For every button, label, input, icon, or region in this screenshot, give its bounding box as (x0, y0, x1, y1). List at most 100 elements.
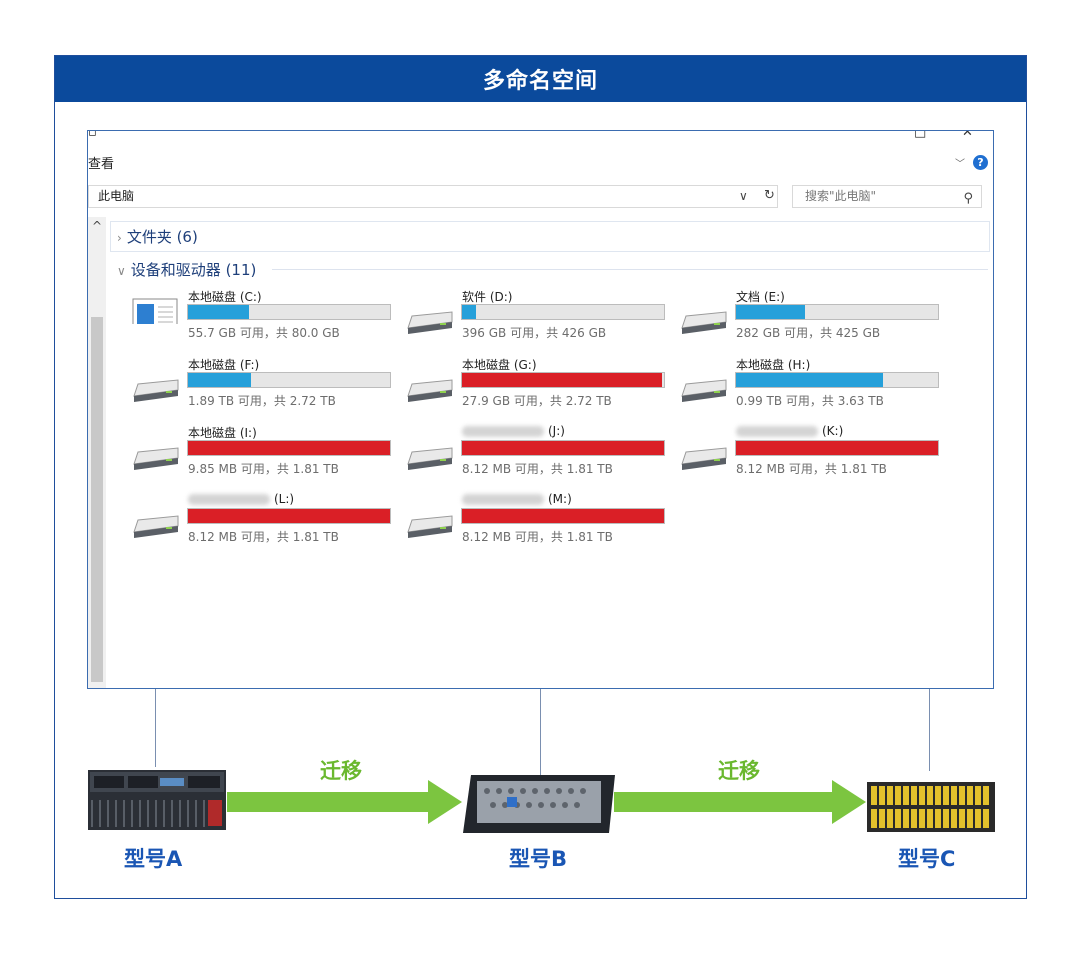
drive-usage-fill (462, 305, 477, 319)
drive-item[interactable]: (K:) 8.12 MB 可用，共 1.81 TB (680, 424, 942, 484)
migration-arrow-1-shaft (227, 792, 429, 812)
drive-item[interactable]: (M:) 8.12 MB 可用，共 1.81 TB (406, 492, 668, 552)
chevron-down-icon[interactable]: ﹀ (955, 159, 965, 170)
redacted-label (188, 494, 270, 505)
drive-icon (407, 311, 453, 334)
migration-label-1: 迁移 (320, 759, 362, 783)
arrow-right-icon (428, 780, 462, 824)
drive-icon (133, 515, 179, 538)
drive-usage-text: 0.99 TB 可用，共 3.63 TB (736, 394, 884, 408)
file-explorer-window: ▫ □ ✕ 查看 ﹀ ? 此电脑 ∨ ↻ 搜索"此电脑" ⚲ ^ ›文件夹 (6… (87, 130, 994, 689)
maximize-icon[interactable]: □ (914, 130, 927, 140)
drive-usage-bar (461, 508, 665, 524)
drive-usage-fill (736, 373, 884, 387)
drive-usage-text: 8.12 MB 可用，共 1.81 TB (736, 462, 887, 476)
migration-arrow-2-shaft (614, 792, 834, 812)
drive-usage-fill (188, 305, 249, 319)
drive-label-text: 文档 (E:) (736, 290, 785, 304)
drive-usage-text: 27.9 GB 可用，共 2.72 TB (462, 394, 612, 408)
drive-item[interactable]: 本地磁盘 (C:) 55.7 GB 可用，共 80.0 GB (132, 288, 394, 348)
model-label-c: 型号C (898, 847, 956, 871)
drive-usage-bar (461, 372, 665, 388)
drive-icon (407, 447, 453, 470)
search-icon[interactable]: ⚲ (963, 191, 973, 206)
redacted-label (462, 494, 544, 505)
connector-line-b (540, 689, 541, 777)
drive-label: (L:) (188, 492, 294, 506)
drive-item[interactable]: 本地磁盘 (G:) 27.9 GB 可用，共 2.72 TB (406, 356, 668, 416)
drive-label: (J:) (462, 424, 565, 438)
storage-array-c-icon (867, 782, 995, 832)
group-devices-label: 设备和驱动器 (11) (130, 261, 257, 279)
drive-usage-fill (462, 441, 664, 455)
arrow-right-icon (832, 780, 866, 824)
drive-label-text: (J:) (548, 424, 565, 438)
chevron-right-icon[interactable]: › (117, 231, 122, 245)
drive-item[interactable]: 本地磁盘 (F:)1.89 TB 可用，共 2.72 TB (132, 356, 394, 416)
drive-label: (M:) (462, 492, 572, 506)
scroll-thumb[interactable] (91, 317, 103, 682)
vertical-scrollbar[interactable]: ^ (88, 217, 106, 688)
drive-usage-bar (735, 372, 939, 388)
connector-line-c (929, 689, 930, 771)
drive-usage-bar (187, 304, 391, 320)
drive-usage-bar (735, 304, 939, 320)
scroll-up-icon[interactable]: ^ (92, 219, 103, 233)
drive-label: 本地磁盘 (H:) (736, 356, 810, 373)
drive-usage-fill (736, 305, 805, 319)
window-menu-icon[interactable]: ▫ (88, 130, 97, 140)
drive-item[interactable]: 软件 (D:)396 GB 可用，共 426 GB (406, 288, 668, 348)
ribbon-tab-view[interactable]: 查看 (88, 157, 115, 172)
drive-icon (681, 379, 727, 402)
drive-usage-text: 8.12 MB 可用，共 1.81 TB (188, 530, 339, 544)
drive-usage-fill (188, 373, 251, 387)
storage-array-b-icon (463, 775, 615, 833)
search-input[interactable]: 搜索"此电脑" ⚲ (792, 185, 982, 208)
drive-item[interactable]: 本地磁盘 (H:) 0.99 TB 可用，共 3.63 TB (680, 356, 942, 416)
drive-label-text: 本地磁盘 (I:) (188, 426, 257, 440)
drive-usage-text: 55.7 GB 可用，共 80.0 GB (188, 326, 340, 340)
address-dropdown-icon[interactable]: ∨ (739, 189, 748, 203)
chevron-down-icon[interactable]: ∨ (117, 264, 126, 278)
drive-usage-fill (188, 441, 390, 455)
drive-label: (K:) (736, 424, 843, 438)
drive-usage-bar (735, 440, 939, 456)
drive-item[interactable]: 本地磁盘 (I:)9.85 MB 可用，共 1.81 TB (132, 424, 394, 484)
drive-item[interactable]: (J:)8.12 MB 可用，共 1.81 TB (406, 424, 668, 484)
system-drive-icon (132, 298, 178, 324)
drive-label: 本地磁盘 (F:) (188, 356, 259, 373)
address-bar[interactable]: 此电脑 (88, 185, 778, 208)
group-folders[interactable]: ›文件夹 (6) (117, 226, 198, 247)
drive-label: 文档 (E:) (736, 288, 785, 305)
drive-usage-bar (461, 304, 665, 320)
refresh-icon[interactable]: ↻ (764, 188, 775, 203)
diagram-title: 多命名空间 (55, 56, 1026, 102)
drive-usage-bar (187, 372, 391, 388)
storage-array-a-icon (88, 770, 226, 830)
drive-label: 本地磁盘 (I:) (188, 424, 257, 441)
group-divider (272, 269, 988, 270)
close-icon[interactable]: ✕ (962, 130, 973, 140)
drive-usage-text: 8.12 MB 可用，共 1.81 TB (462, 530, 613, 544)
drive-label-text: 软件 (D:) (462, 290, 513, 304)
migration-label-2: 迁移 (718, 759, 760, 783)
redacted-label (736, 426, 818, 437)
drive-label-text: 本地磁盘 (C:) (188, 290, 262, 304)
drive-usage-fill (462, 509, 664, 523)
model-label-a: 型号A (124, 847, 183, 871)
search-placeholder: 搜索"此电脑" (805, 189, 877, 203)
drive-usage-text: 282 GB 可用，共 425 GB (736, 326, 881, 340)
connector-line-a (155, 689, 156, 767)
drive-icon (407, 515, 453, 538)
model-label-b: 型号B (509, 847, 568, 871)
drive-item[interactable]: (L:) 8.12 MB 可用，共 1.81 TB (132, 492, 394, 552)
drive-label-text: 本地磁盘 (G:) (462, 358, 537, 372)
group-devices[interactable]: ∨ 设备和驱动器 (11) (117, 259, 256, 280)
drive-label-text: 本地磁盘 (H:) (736, 358, 811, 372)
drive-label-text: 本地磁盘 (F:) (188, 358, 260, 372)
drive-usage-fill (462, 373, 662, 387)
help-icon[interactable]: ? (973, 155, 988, 170)
drive-label: 本地磁盘 (G:) (462, 356, 537, 373)
drive-item[interactable]: 文档 (E:) 282 GB 可用，共 425 GB (680, 288, 942, 348)
drive-icon (407, 379, 453, 402)
